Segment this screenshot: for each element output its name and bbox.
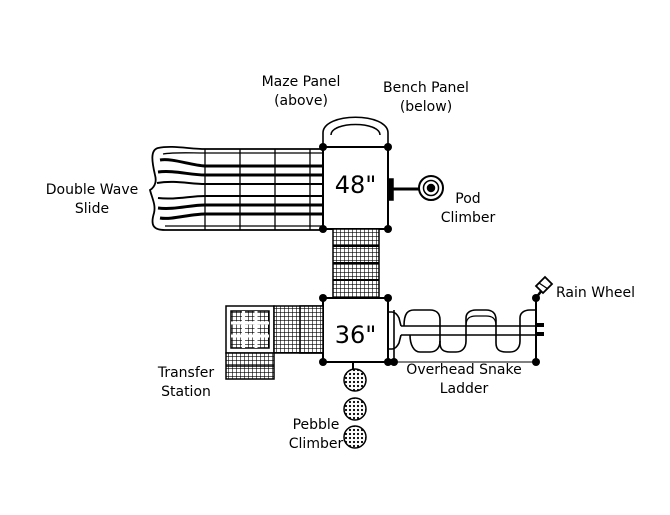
upper-deck-height: 48"	[334, 171, 377, 199]
overhead-snake-ladder	[388, 298, 544, 363]
pod-climber-label: Pod Climber	[436, 190, 500, 228]
bench-panel-label: Bench Panel (below)	[381, 79, 471, 117]
pod-climber-line-2: Climber	[440, 210, 496, 226]
overhead-snake-ladder-label: Overhead Snake Ladder	[404, 361, 524, 399]
transfer-station-line-1: Transfer	[157, 365, 215, 381]
pebble-climber-label: Pebble Climber	[282, 416, 350, 454]
double-wave-slide-line-2: Slide	[74, 201, 110, 217]
pod-climber-line-1: Pod	[455, 191, 481, 207]
rain-wheel-label: Rain Wheel	[556, 284, 635, 303]
overhead-snake-ladder-line-1: Overhead Snake	[406, 362, 522, 378]
pebble-climber-line-1: Pebble	[292, 417, 340, 433]
maze-panel-line-2: (above)	[274, 93, 328, 109]
overhead-snake-ladder-line-2: Ladder	[439, 381, 489, 397]
rain-wheel-line-1: Rain Wheel	[556, 285, 636, 301]
lower-deck	[319, 294, 392, 366]
bench-panel-line-1: Bench Panel	[383, 80, 469, 96]
pod-climber	[387, 175, 444, 201]
double-wave-slide-line-1: Double Wave	[45, 182, 139, 198]
double-wave-slide-label: Double Wave Slide	[42, 181, 142, 219]
transfer-station-line-2: Station	[161, 384, 211, 400]
transfer-station-label: Transfer Station	[150, 364, 222, 402]
transfer-station	[225, 305, 324, 380]
pebble-climber-line-2: Climber	[288, 436, 344, 452]
bench-panel-line-2: (below)	[399, 99, 453, 115]
lower-deck-height: 36"	[334, 321, 377, 349]
pebble-climber	[343, 362, 367, 449]
maze-panel-line-1: Maze Panel	[261, 74, 341, 90]
ladder-posts	[390, 294, 540, 366]
double-wave-slide	[148, 145, 323, 231]
rain-wheel	[534, 275, 554, 299]
maze-panel	[322, 116, 389, 148]
maze-panel-label: Maze Panel (above)	[258, 73, 344, 111]
connector-stairs	[332, 228, 380, 299]
